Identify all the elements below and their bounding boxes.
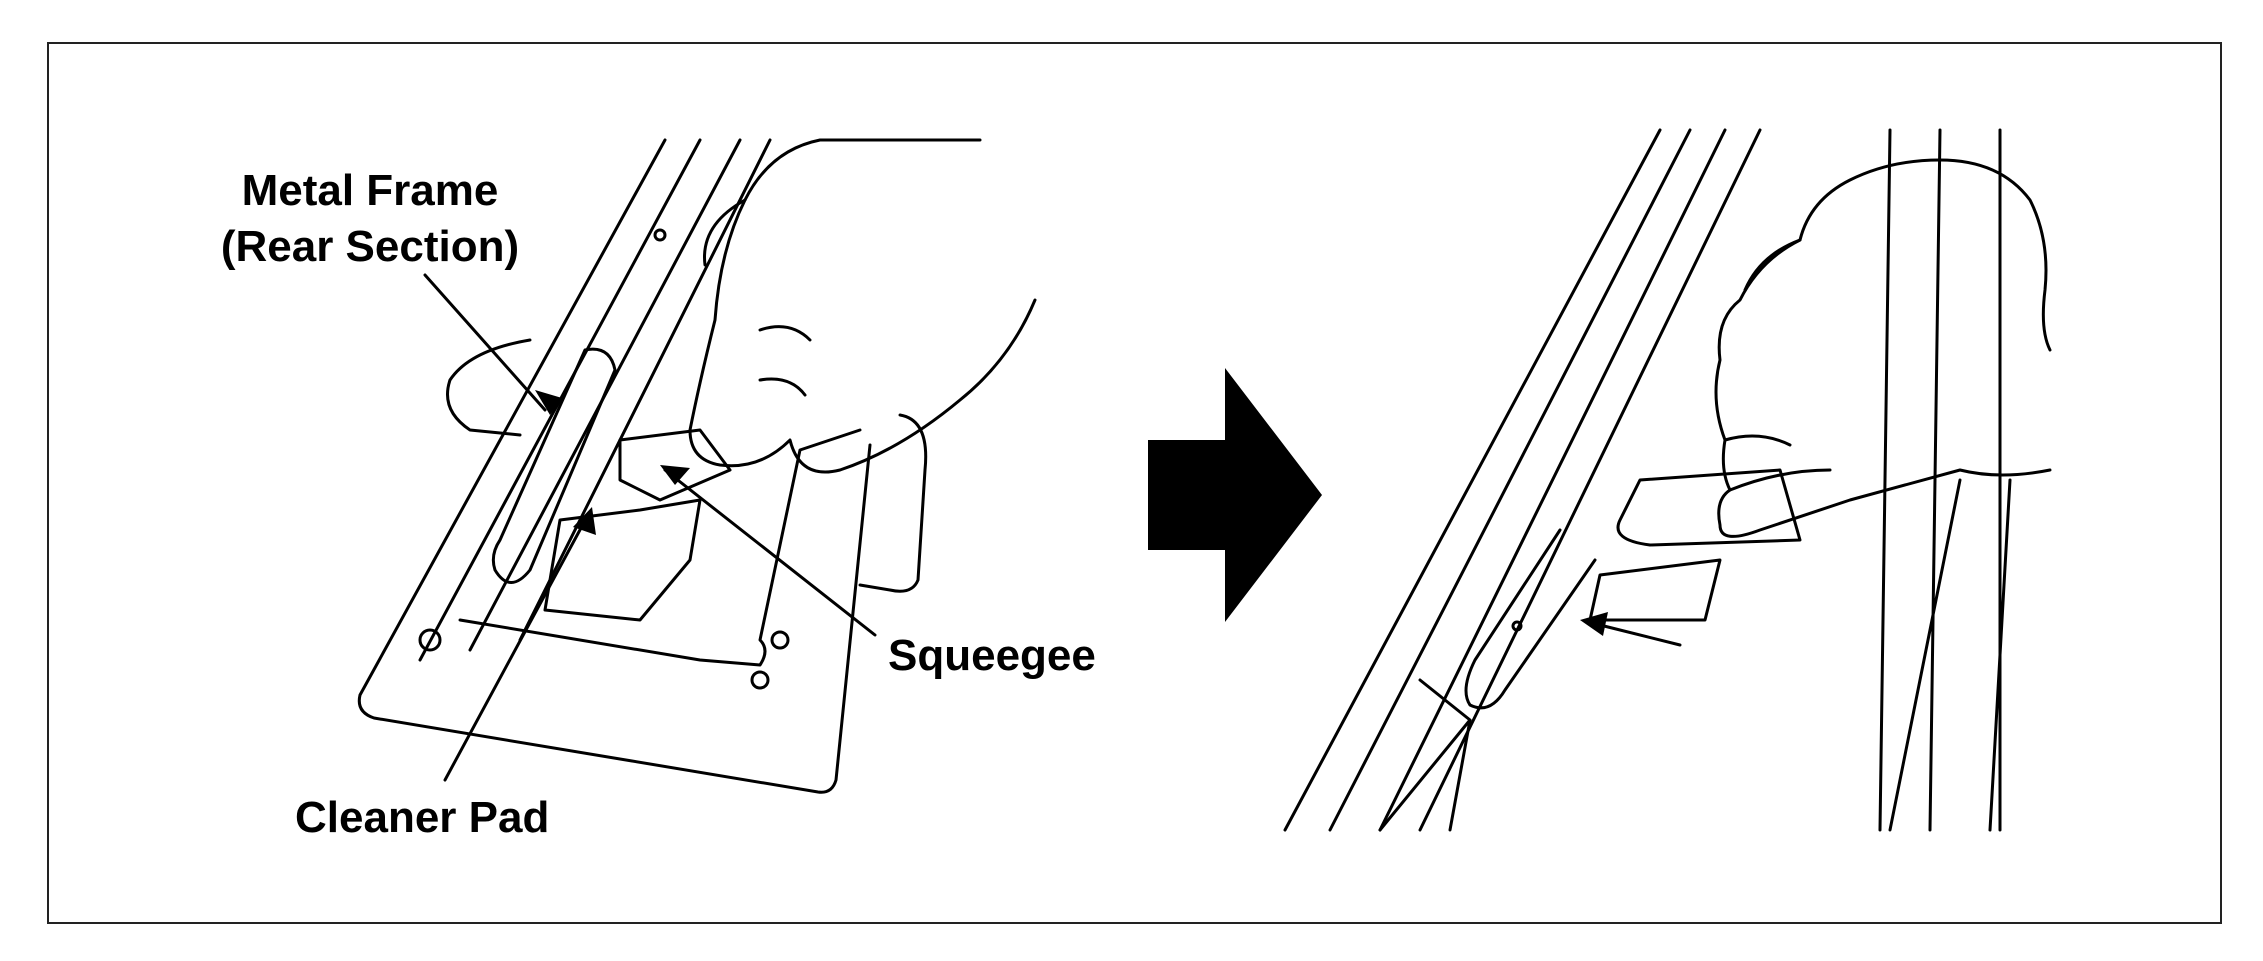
raised-block	[1378, 678, 1472, 832]
callout-squeegee	[663, 468, 877, 637]
hand-fingers	[703, 198, 812, 397]
left-panel-drawing	[357, 138, 1037, 794]
callout-cleaner-pad	[443, 513, 590, 782]
hand-fingers	[1723, 238, 1832, 492]
callout-arrowhead	[573, 507, 596, 535]
right-arrow-icon	[1148, 368, 1322, 622]
metal-frame-label-line1: Metal Frame	[241, 166, 499, 215]
side-rails	[1878, 128, 2012, 832]
rail-slot	[491, 347, 617, 584]
callout-metal-frame	[423, 273, 547, 412]
hole	[1511, 620, 1523, 632]
squeegee	[618, 428, 732, 502]
cleaner-pad	[543, 498, 702, 622]
metal-frame-label-line2: (Rear Section)	[220, 222, 520, 271]
metal-frame-rear-section	[1283, 128, 1762, 832]
hand	[1714, 158, 2052, 538]
squeegee	[1616, 468, 1802, 547]
metal-frame-label: Metal Frame (Rear Section)	[190, 163, 550, 275]
wipe-direction-arrowhead	[1580, 612, 1608, 636]
wipe-direction-arrow-icon	[1598, 623, 1682, 647]
rail-slot	[1464, 528, 1597, 710]
hole	[750, 670, 770, 690]
inner-plate	[458, 428, 862, 667]
callout-arrowhead	[535, 390, 562, 415]
hand	[688, 138, 1037, 474]
figure-frame	[47, 42, 2222, 924]
base-plate	[357, 138, 872, 794]
hole	[653, 228, 667, 242]
hole	[418, 628, 442, 652]
right-tab	[858, 413, 928, 593]
right-panel-drawing	[1283, 128, 2052, 832]
callout-arrowhead	[660, 465, 690, 485]
left-tab	[446, 338, 532, 437]
cleaner-pad	[1588, 558, 1722, 622]
squeegee-label: Squeegee	[888, 631, 1096, 680]
cleaner-pad-label: Cleaner Pad	[295, 793, 550, 842]
hole	[770, 630, 790, 650]
